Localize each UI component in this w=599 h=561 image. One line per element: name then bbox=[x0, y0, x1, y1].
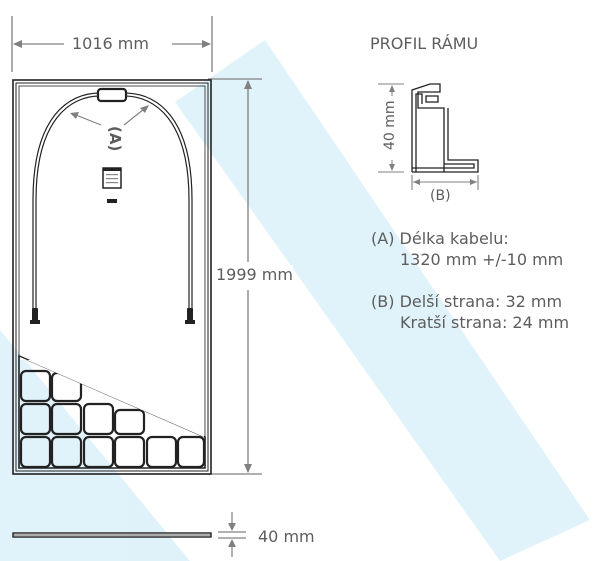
note-frame-sides: (B) Delší strana: 32 mm Kratší strana: 2… bbox=[371, 291, 569, 333]
frame-profile-drawing bbox=[411, 83, 479, 173]
note-b-line1: Delší strana: 32 mm bbox=[399, 292, 563, 311]
cell-grid bbox=[18, 354, 206, 469]
note-a-line2: 1320 mm +/-10 mm bbox=[400, 250, 564, 269]
cable-connectors bbox=[30, 308, 195, 324]
height-dimension bbox=[208, 78, 262, 475]
note-a-line1: Délka kabelu: bbox=[399, 229, 509, 248]
thickness-view bbox=[12, 532, 212, 538]
profile-dimensions bbox=[378, 83, 479, 190]
note-b-line2: Kratší strana: 24 mm bbox=[400, 313, 570, 332]
cable bbox=[32, 92, 193, 318]
thickness-dimension bbox=[218, 512, 246, 557]
width-dimension bbox=[11, 16, 213, 72]
profile-height-label: 40 mm bbox=[382, 100, 398, 150]
note-cable-length: (A) Délka kabelu: 1320 mm +/-10 mm bbox=[371, 228, 563, 270]
note-a-prefix: (A) bbox=[371, 229, 395, 248]
profile-width-label: (B) bbox=[430, 188, 451, 204]
thickness-label: 40 mm bbox=[258, 527, 315, 546]
label-plate bbox=[102, 167, 122, 203]
width-label: 1016 mm bbox=[72, 34, 149, 54]
cell-grid-mask bbox=[20, 357, 204, 437]
watermark bbox=[0, 40, 590, 561]
junction-box bbox=[96, 87, 128, 103]
height-label: 1999 mm bbox=[216, 265, 293, 285]
note-b-prefix: (B) bbox=[371, 292, 395, 311]
cable-pointer-arrows bbox=[70, 105, 149, 126]
profile-title: PROFIL RÁMU bbox=[370, 34, 479, 53]
cable-marker-label: (A) bbox=[106, 126, 124, 152]
